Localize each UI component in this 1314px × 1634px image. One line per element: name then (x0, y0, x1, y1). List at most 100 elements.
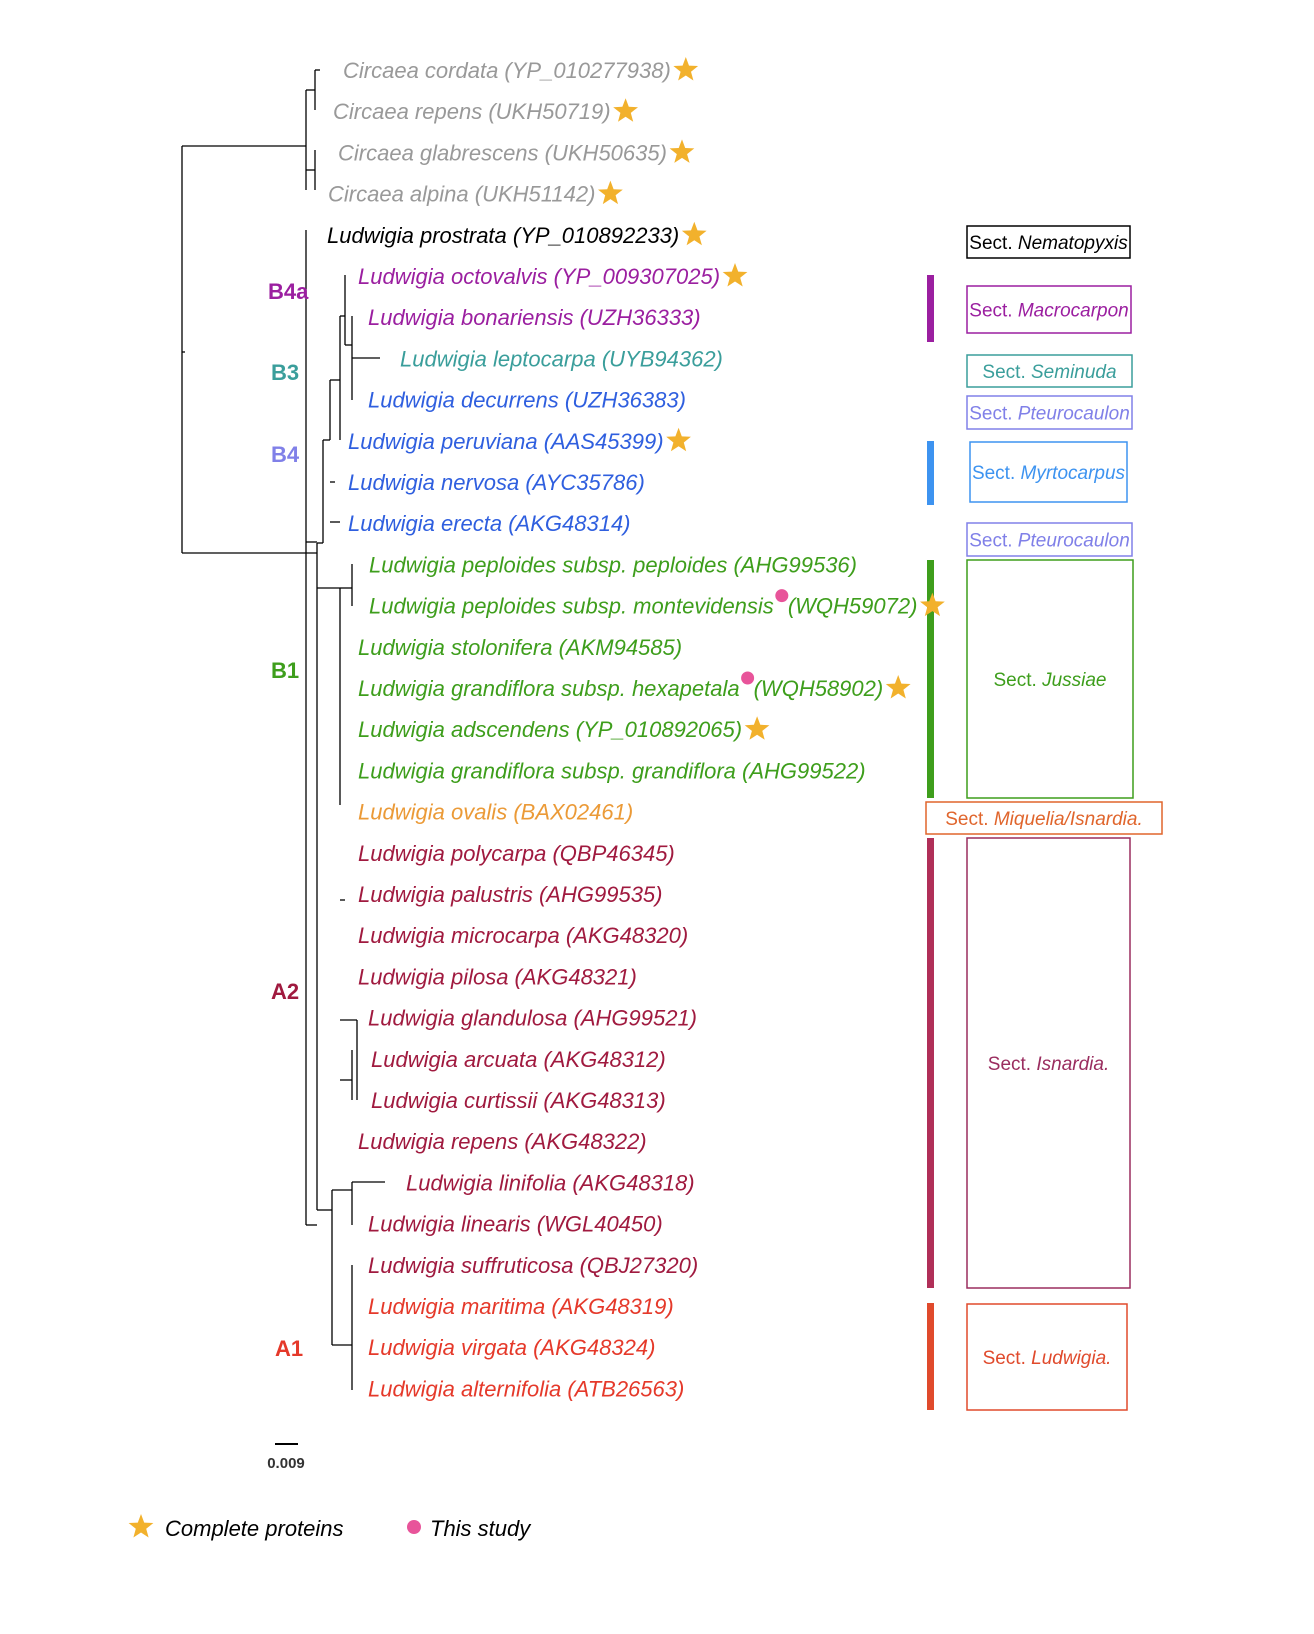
section-name: Myrtocarpus (1021, 463, 1126, 484)
taxon-row: Ludwigia bonariensis (UZH36333) (368, 305, 701, 330)
section-label: Sect. Jussiae (994, 670, 1107, 691)
star-icon (128, 1514, 154, 1538)
dot-icon (741, 671, 755, 685)
taxon-row: Ludwigia polycarpa (QBP46345) (358, 841, 675, 866)
taxon-label: Ludwigia suffruticosa (QBJ27320) (368, 1253, 698, 1278)
section-prefix: Sect. (982, 362, 1031, 383)
section-box: Sect. Macrocarpon (966, 285, 1132, 334)
taxon-label: Ludwigia leptocarpa (UYB94362) (400, 346, 723, 371)
section-box-frame (966, 837, 1131, 1289)
taxon-name: Ludwigia peploides subsp. peploides (369, 552, 733, 577)
section-box-frame (966, 225, 1131, 259)
section-bars (927, 275, 934, 1410)
section-bar (927, 1303, 934, 1410)
taxon-label: Circaea repens (UKH50719) (333, 99, 611, 124)
taxon-row: Ludwigia grandiflora subsp. hexapetala (W… (358, 671, 911, 701)
taxon-name: Ludwigia pilosa (358, 964, 515, 989)
star-icon (669, 139, 695, 163)
accession-id: (WQH58902) (754, 676, 884, 701)
accession-id: (UKH50635) (545, 140, 667, 165)
accession-id: (AKG48319) (551, 1294, 673, 1319)
taxon-name: Ludwigia stolonifera (358, 635, 559, 660)
taxon-row: Ludwigia suffruticosa (QBJ27320) (368, 1253, 698, 1278)
accession-id: (AKG48324) (533, 1335, 655, 1360)
taxon-name: Ludwigia grandiflora subsp. hexapetala (358, 676, 740, 701)
taxon-name: Ludwigia adscendens (358, 717, 576, 742)
section-label: Sect. Isnardia. (988, 1054, 1109, 1075)
section-box-frame (969, 441, 1128, 503)
taxon-row: Ludwigia microcarpa (AKG48320) (358, 923, 688, 948)
accession-id: (AKG48321) (515, 964, 637, 989)
taxon-name: Ludwigia alternifolia (368, 1376, 567, 1401)
dot-icon (775, 589, 789, 603)
scale-bar-label: 0.009 (267, 1455, 305, 1472)
section-label: Sect. Miquelia/Isnardia. (945, 809, 1143, 830)
taxon-row: Ludwigia octovalvis (YP_009307025) (358, 263, 748, 289)
taxon-row: Ludwigia linifolia (AKG48318) (406, 1170, 695, 1195)
taxon-row: Circaea alpina (UKH51142) (328, 180, 623, 207)
taxon-label: Ludwigia pilosa (AKG48321) (358, 964, 637, 989)
section-prefix: Sect. (969, 301, 1018, 322)
star-icon (885, 675, 911, 699)
taxon-name: Circaea cordata (343, 58, 504, 83)
section-label: Sect. Myrtocarpus (972, 463, 1126, 484)
section-box: Sect. Ludwigia. (966, 1303, 1128, 1411)
section-prefix: Sect. (969, 531, 1018, 552)
taxon-name: Ludwigia bonariensis (368, 305, 580, 330)
section-box: Sect. Jussiae (966, 559, 1134, 799)
star-icon (666, 427, 691, 452)
section-name: Pteurocaulon (1018, 531, 1130, 552)
section-prefix: Sect. (969, 404, 1018, 425)
taxon-name: Ludwigia octovalvis (358, 264, 554, 289)
taxon-row: Ludwigia grandiflora subsp. grandiflora … (358, 758, 866, 783)
taxon-label: Ludwigia virgata (AKG48324) (368, 1335, 655, 1360)
taxon-label: Ludwigia nervosa (AYC35786) (348, 470, 645, 495)
clade-label-a2: A2 (271, 979, 299, 1004)
accession-id: (ATB26563) (567, 1376, 684, 1401)
accession-id: (AHG99536) (733, 552, 857, 577)
taxon-name: Ludwigia palustris (358, 882, 539, 907)
section-bar (927, 441, 934, 505)
taxon-label: Ludwigia alternifolia (ATB26563) (368, 1376, 684, 1401)
taxon-name: Ludwigia polycarpa (358, 841, 552, 866)
taxon-row: Ludwigia linearis (WGL40450) (368, 1212, 663, 1237)
taxon-row: Circaea repens (UKH50719) (333, 98, 638, 124)
legend-this-study: This study (430, 1516, 532, 1541)
taxon-label: Ludwigia microcarpa (AKG48320) (358, 923, 688, 948)
section-box: Sect. Miquelia/Isnardia. (925, 801, 1163, 835)
section-prefix: Sect. (945, 809, 994, 830)
accession-id: (UZH36383) (565, 388, 686, 413)
clade-label-b1: B1 (271, 658, 299, 683)
taxon-row: Ludwigia adscendens (YP_010892065) (358, 716, 770, 742)
taxon-label: Ludwigia grandiflora subsp. grandiflora … (358, 758, 866, 783)
star-icon (613, 98, 638, 122)
section-prefix: Sect. (988, 1054, 1037, 1075)
section-name: Seminuda (1031, 362, 1117, 383)
section-box: Sect. Seminuda (966, 354, 1133, 388)
section-label: Sect. Nematopyxis (969, 233, 1128, 254)
taxon-row: Ludwigia erecta (AKG48314) (348, 511, 631, 536)
accession-id: (UKH50719) (488, 99, 610, 124)
taxon-label: Ludwigia octovalvis (YP_009307025) (358, 264, 720, 289)
section-box-frame (966, 285, 1132, 334)
taxon-label: Ludwigia ovalis (BAX02461) (358, 800, 633, 825)
taxon-row: Circaea glabrescens (UKH50635) (338, 139, 695, 165)
accession-id: (AKM94585) (559, 635, 683, 660)
clade-label-a1: A1 (275, 1336, 303, 1361)
section-box: Sect. Nematopyxis (966, 225, 1131, 259)
section-label: Sect. Pteurocaulon (969, 531, 1130, 552)
legend-complete-proteins: Complete proteins (165, 1516, 344, 1541)
taxon-labels: Circaea cordata (YP_010277938)Circaea re… (327, 57, 945, 1401)
accession-id: (UZH36333) (580, 305, 701, 330)
taxon-label: Ludwigia grandiflora subsp. hexapetala (W… (358, 676, 883, 701)
taxon-row: Ludwigia glandulosa (AHG99521) (368, 1006, 697, 1031)
taxon-name: Ludwigia maritima (368, 1294, 551, 1319)
section-box: Sect. Myrtocarpus (969, 441, 1128, 503)
taxon-name: Circaea glabrescens (338, 140, 545, 165)
taxon-name: Ludwigia leptocarpa (400, 346, 602, 371)
legend: Complete proteins This study (128, 1514, 532, 1541)
taxon-label: Ludwigia linearis (WGL40450) (368, 1212, 663, 1237)
clade-label-b3: B3 (271, 360, 299, 385)
